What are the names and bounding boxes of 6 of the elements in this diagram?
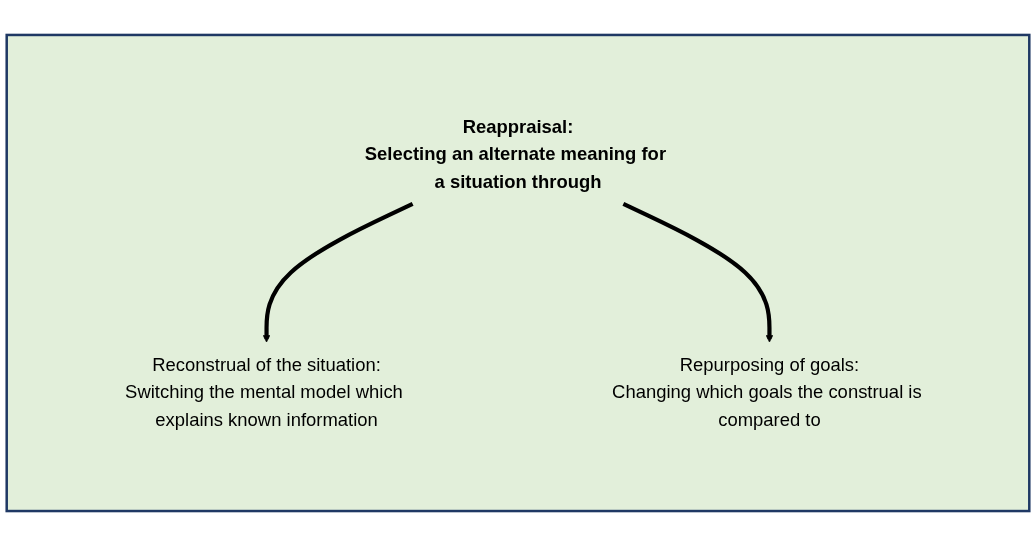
node-text: Reconstrual of the situation: Switching the mental model which explains known information [125, 353, 403, 431]
arrow [622, 201, 774, 343]
cluster [5, 33, 1031, 513]
node-text: Repurposing of goals: Changing which goals the construal is compared to [612, 353, 922, 431]
node-text: Reappraisal: Selecting an alternate meaning for a situation through [364, 115, 667, 193]
arrow [262, 201, 414, 343]
